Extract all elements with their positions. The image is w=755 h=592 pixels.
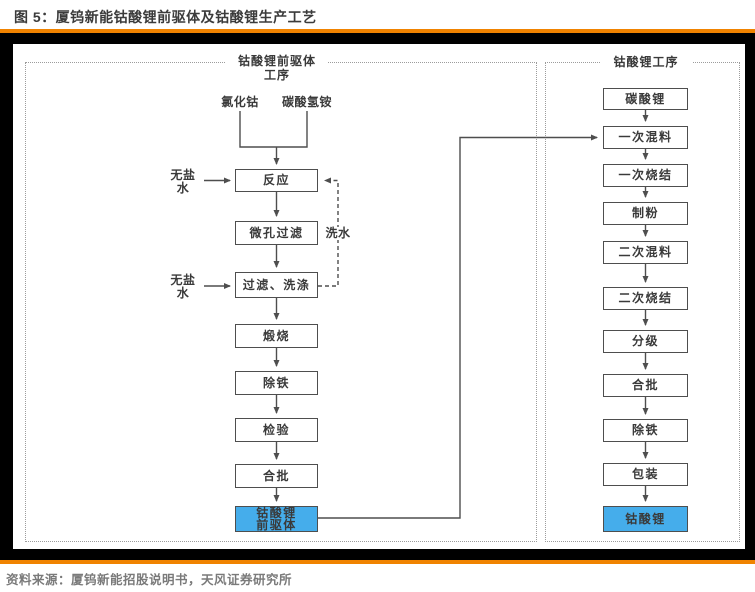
water-input-2-line2: 水 xyxy=(176,286,190,300)
precursor-section-title-line1: 钴酸锂前驱体 xyxy=(237,54,316,68)
wash-water-label: 洗水 xyxy=(324,226,352,240)
step-reaction: 反应 xyxy=(235,169,318,192)
bottom-orange-rule xyxy=(0,560,755,564)
step-packaging: 包装 xyxy=(603,463,688,486)
lco-section-title: 钴酸锂工序 xyxy=(600,55,692,70)
raw-material-label-cobalt-chloride: 氯化钴 xyxy=(221,95,259,109)
water-input-1-line1: 无盐 xyxy=(170,168,196,182)
output-precursor: 钴酸锂 前驱体 xyxy=(235,506,318,532)
step-classification: 分级 xyxy=(603,330,688,353)
step-second-sintering: 二次烧结 xyxy=(603,287,688,310)
step-milling: 制粉 xyxy=(603,202,688,225)
step-calcination: 煅烧 xyxy=(235,324,318,348)
top-orange-rule xyxy=(0,29,755,33)
figure-title: 图 5：厦钨新能钴酸锂前驱体及钴酸锂生产工艺 xyxy=(14,9,317,25)
water-input-label-1: 无盐 水 xyxy=(157,169,209,195)
water-input-2-line1: 无盐 xyxy=(170,273,196,287)
water-input-label-2: 无盐 水 xyxy=(157,274,209,300)
precursor-section-title-line2: 工序 xyxy=(263,67,290,82)
step-lithium-carbonate: 碳酸锂 xyxy=(603,88,688,110)
step-inspection: 检验 xyxy=(235,418,318,442)
output-lco: 钴酸锂 xyxy=(603,506,688,532)
source-note: 资料来源：厦钨新能招股说明书，天风证券研究所 xyxy=(6,573,293,587)
step-microporous-filtration: 微孔过滤 xyxy=(235,221,318,245)
water-input-1-line2: 水 xyxy=(176,181,190,195)
step-iron-removal-right: 除铁 xyxy=(603,419,688,442)
step-filter-wash: 过滤、洗涤 xyxy=(235,272,318,298)
precursor-section-title: 钴酸锂前驱体 工序 xyxy=(226,54,328,82)
step-first-sintering: 一次烧结 xyxy=(603,164,688,187)
step-second-mixing: 二次混料 xyxy=(603,241,688,264)
step-first-mixing: 一次混料 xyxy=(603,126,688,149)
step-batching-left: 合批 xyxy=(235,464,318,488)
output-precursor-line1: 钴酸锂 xyxy=(256,505,297,520)
step-iron-removal-left: 除铁 xyxy=(235,371,318,395)
step-batching-right: 合批 xyxy=(603,374,688,397)
output-precursor-line2: 前驱体 xyxy=(256,518,297,532)
raw-material-label-ammonium-bicarbonate: 碳酸氢铵 xyxy=(281,95,332,109)
